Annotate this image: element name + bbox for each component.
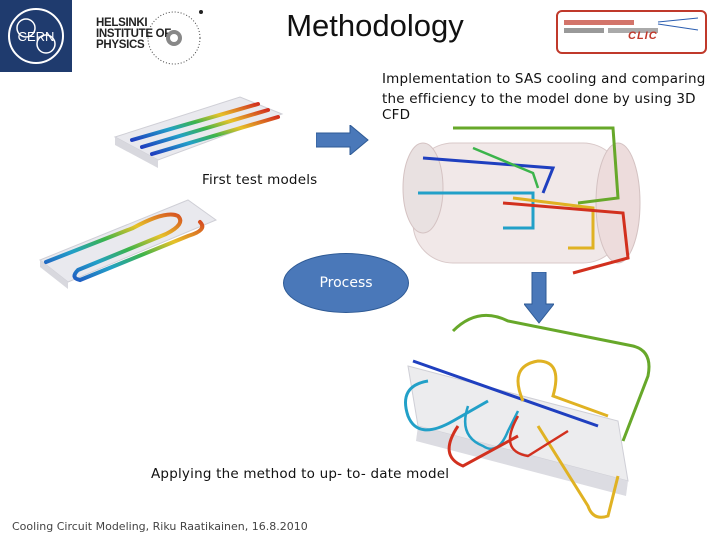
first-test-models-label: First test models — [202, 172, 318, 188]
right-arrow — [316, 125, 369, 155]
cern-logo-text: CERN — [18, 29, 55, 44]
clic-logo — [556, 10, 707, 54]
applying-method-label: Applying the method to up- to- date mode… — [151, 466, 450, 482]
institute-line-1: HELSINKI — [96, 17, 148, 29]
process-node: Process — [283, 253, 409, 313]
down-arrow — [524, 272, 554, 324]
test-model-straight-pipes — [113, 96, 284, 168]
implementation-text-line2: the efficiency to the model done by usin… — [382, 91, 696, 123]
sas-cooling-model — [402, 126, 641, 275]
test-model-serpentine-pipe — [39, 199, 218, 289]
up-to-date-model — [404, 313, 651, 519]
institute-line-3: PHYSICS — [96, 39, 145, 51]
institute-logo-text: HELSINKI INSTITUTE OF PHYSICS — [96, 17, 171, 51]
institute-logo-emblem — [147, 10, 203, 65]
institute-line-2: INSTITUTE OF — [96, 28, 171, 40]
footer-caption: Cooling Circuit Modeling, Riku Raatikain… — [12, 520, 308, 533]
clic-logo-text: CLIC — [628, 30, 658, 42]
slide-title: Methodology — [286, 8, 464, 43]
implementation-text-line1: Implementation to SAS cooling and compar… — [382, 71, 706, 87]
cern-logo: CERN — [0, 0, 72, 72]
